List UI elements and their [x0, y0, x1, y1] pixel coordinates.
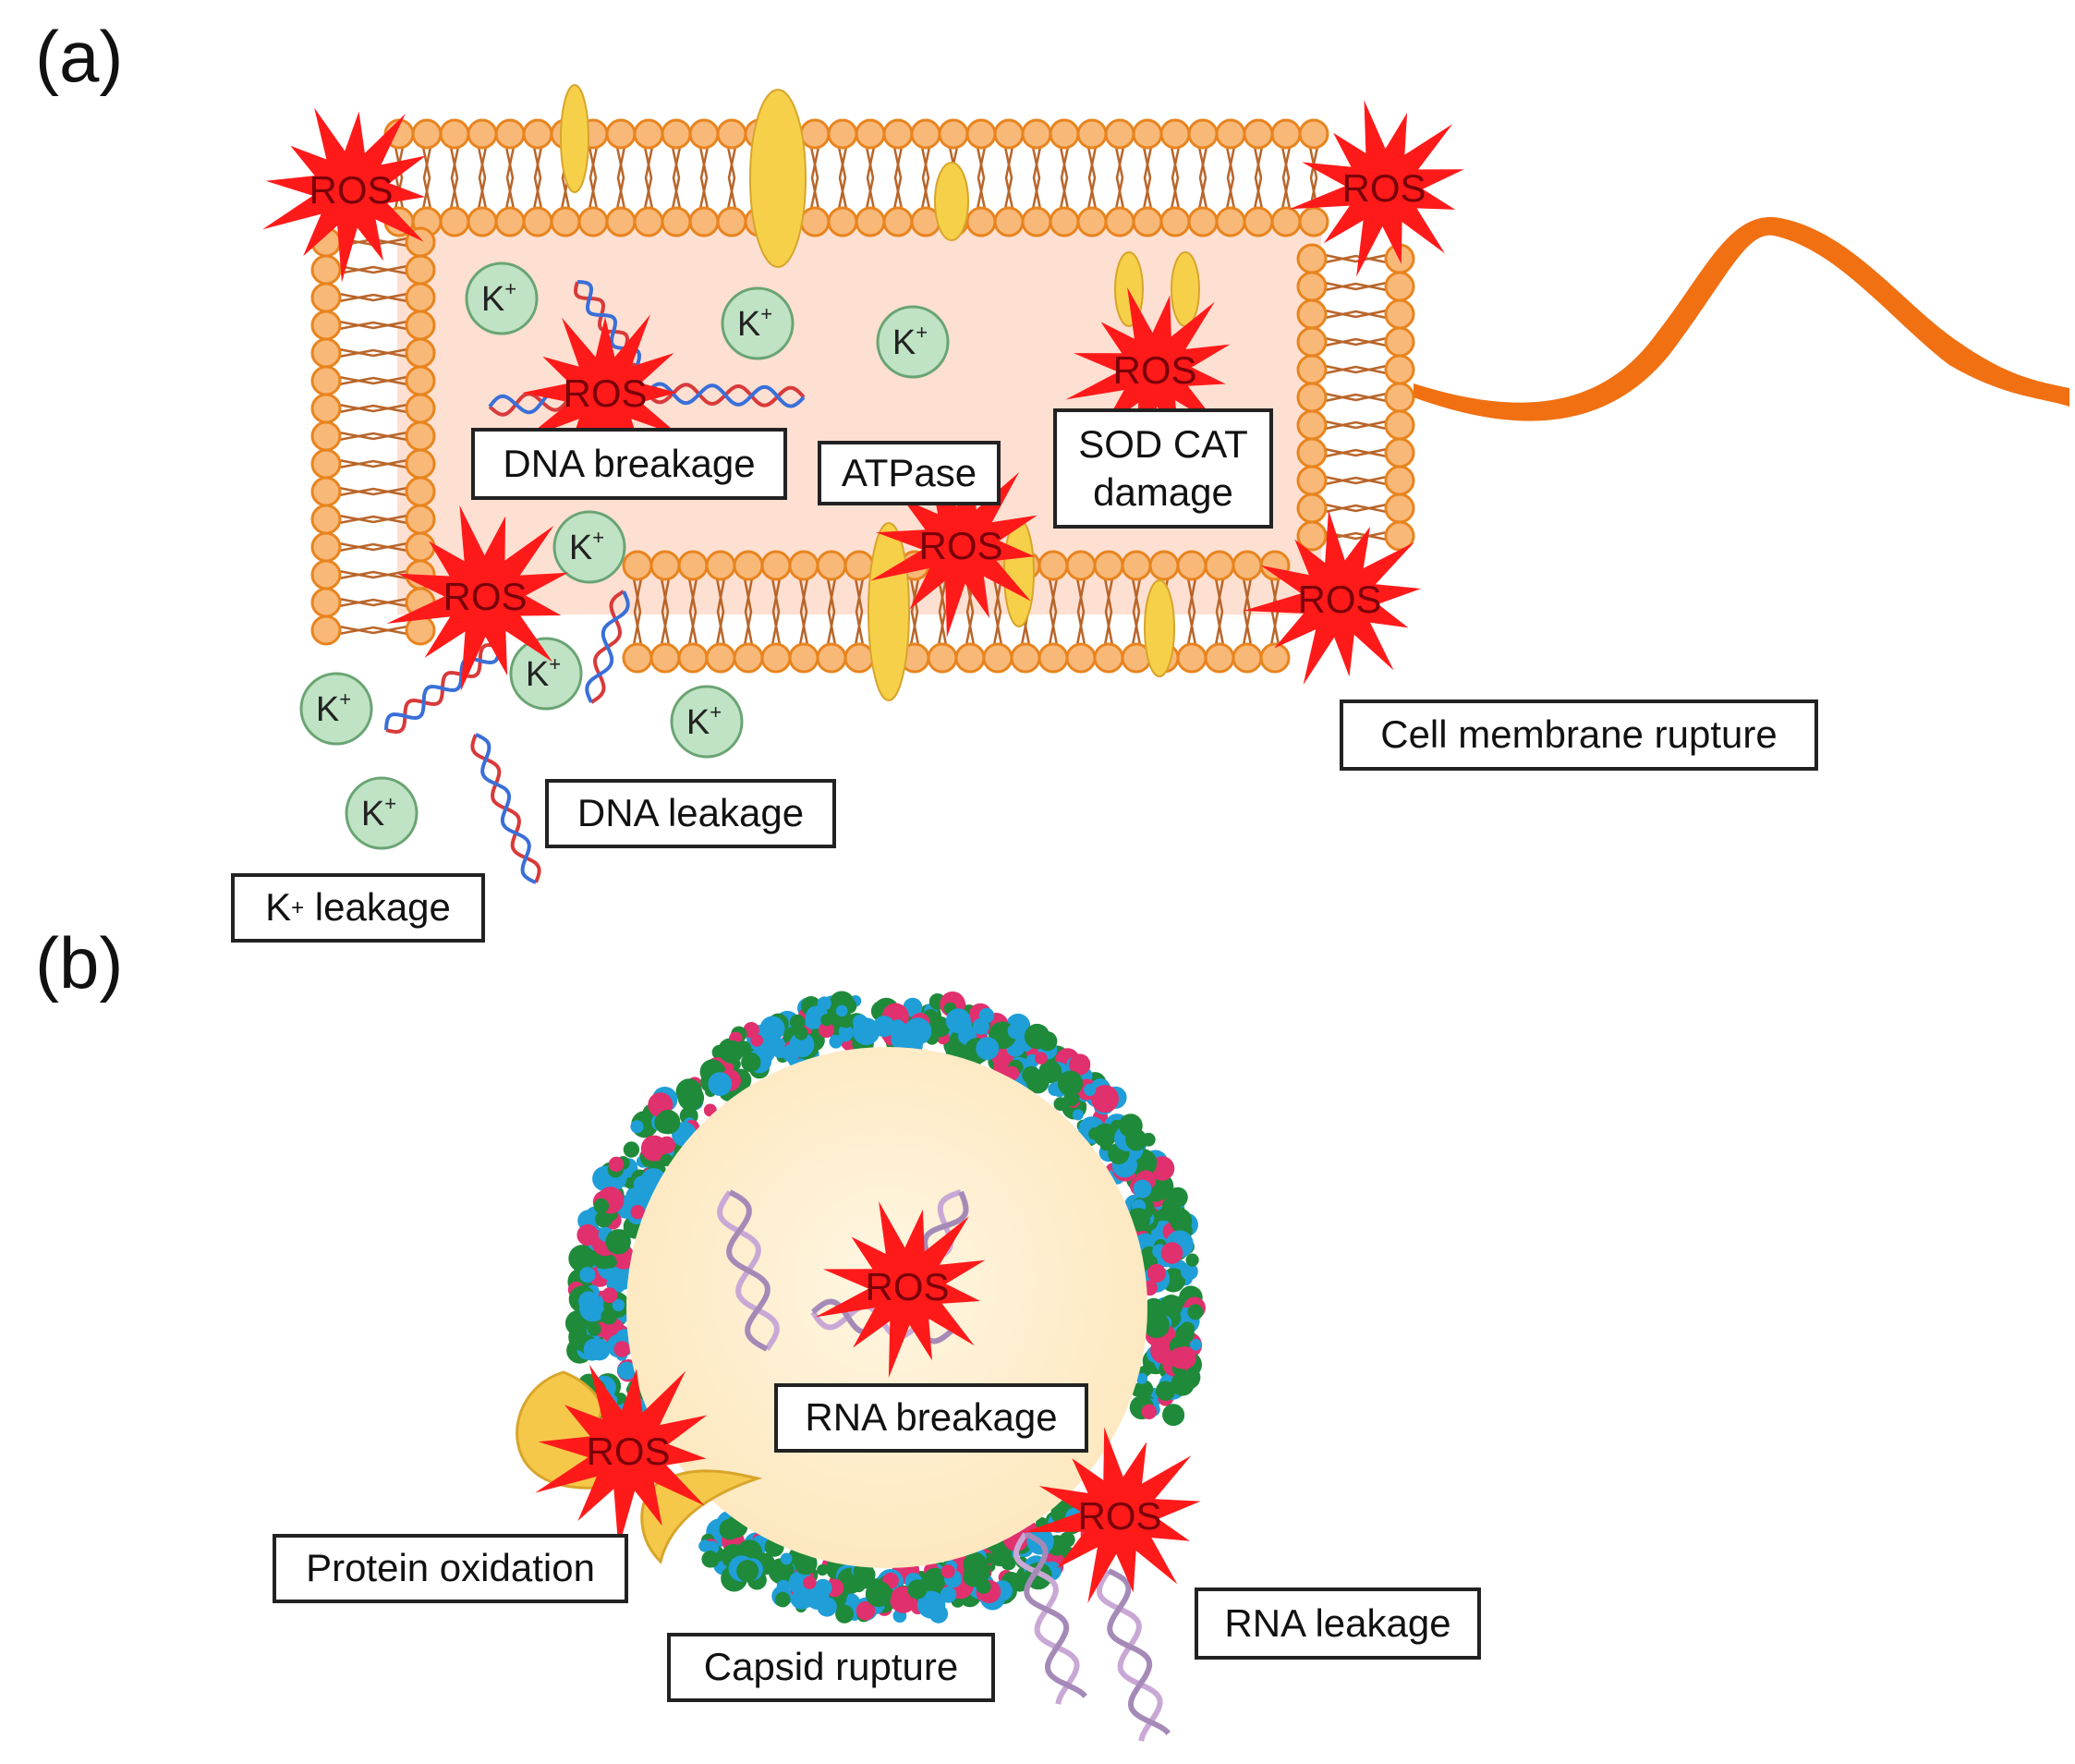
svg-text:ROS: ROS — [918, 524, 1002, 567]
cell-membrane — [310, 118, 1415, 674]
k-leakage-charge: + — [291, 894, 305, 920]
potassium-ions: K+K+K+K+K+K+K+K+ — [299, 262, 950, 850]
protein-oxidation-label: Protein oxidation — [273, 1534, 628, 1603]
virus-diagram: ROS ROS ROS — [516, 991, 1206, 1742]
svg-text:K+: K+ — [361, 792, 396, 833]
svg-text:ROS: ROS — [1341, 166, 1426, 210]
svg-text:K+: K+ — [892, 321, 928, 362]
svg-text:ROS: ROS — [443, 575, 527, 618]
svg-text:ROS: ROS — [586, 1429, 670, 1473]
svg-text:ROS: ROS — [1112, 348, 1196, 392]
cell-membrane-rupture-label: Cell membrane rupture — [1340, 700, 1818, 771]
svg-text:ROS: ROS — [1077, 1494, 1161, 1538]
flagellum — [1414, 216, 2069, 421]
svg-text:ROS: ROS — [865, 1265, 949, 1308]
atpase-label: ATPase — [818, 441, 1001, 505]
svg-text:ROS: ROS — [1297, 578, 1381, 621]
sod-cat-line1: SOD CAT — [1078, 421, 1248, 466]
panel-b-label: (b) — [35, 922, 124, 1004]
rna-breakage-label: RNA breakage — [774, 1383, 1088, 1453]
k-leakage-text: leakage — [304, 885, 451, 930]
svg-text:ROS: ROS — [563, 371, 647, 415]
dna-leakage-label: DNA leakage — [545, 779, 836, 848]
dna-breakage-label: DNA breakage — [471, 428, 787, 500]
panel-a-label: (a) — [35, 16, 124, 97]
k-leakage-label: K+ leakage — [231, 873, 485, 943]
svg-text:ROS: ROS — [309, 168, 393, 212]
ros-markers-a: ROS ROS ROS ROS ROS ROS ROS — [262, 100, 1464, 692]
capsid-rupture-label: Capsid rupture — [667, 1633, 995, 1702]
sod-cat-line2: damage — [1093, 470, 1233, 514]
k-leakage-symbol: K — [265, 885, 292, 930]
ros-markers-b: ROS ROS ROS — [535, 1201, 1201, 1603]
rna-leakage-label: RNA leakage — [1195, 1588, 1481, 1660]
sod-cat-damage-label: SOD CAT damage — [1053, 408, 1273, 529]
